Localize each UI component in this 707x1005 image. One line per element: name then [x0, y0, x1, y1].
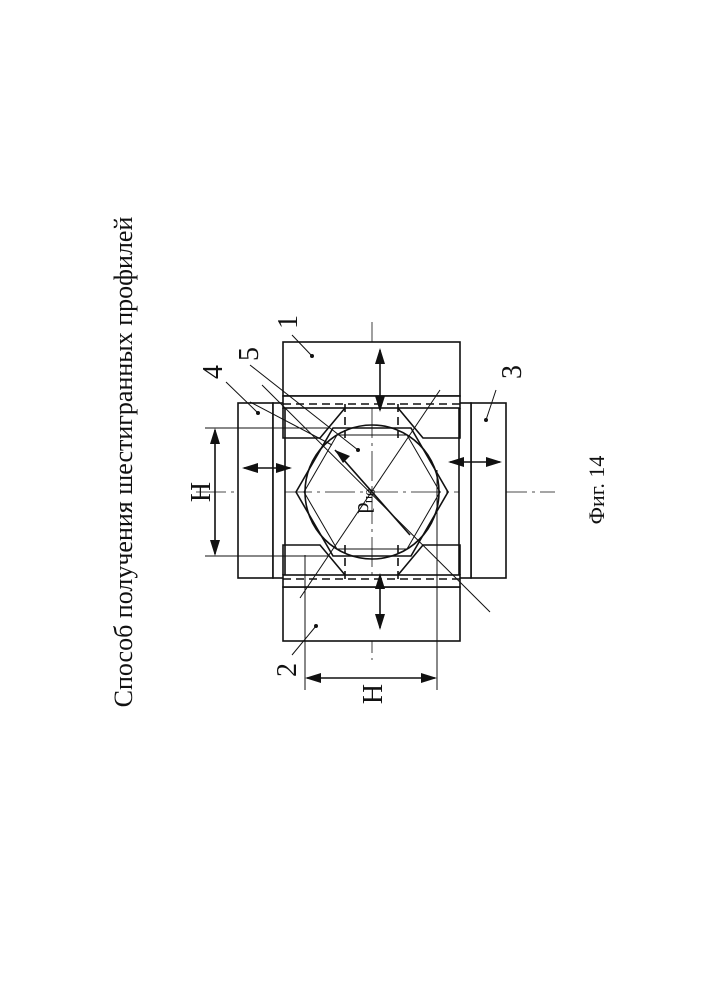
roll-4 [238, 403, 273, 578]
leader-1-dot [310, 354, 314, 358]
dim-bottom-arrow-left [305, 673, 321, 683]
dim-left-arrow-bottom [210, 540, 220, 556]
dim-bottom-label: H [358, 684, 389, 704]
roll-2-inner [283, 575, 460, 587]
diameter-subscript: 0п [362, 489, 377, 504]
part-label-5: 5 [234, 347, 265, 361]
roll-3 [471, 403, 506, 578]
figure-caption: Фиг. 14 [584, 456, 609, 525]
leader-5-dot [356, 448, 360, 452]
part-label-2: 2 [272, 663, 303, 677]
roll-1-left-collar [283, 408, 345, 438]
roll-1-right-collar [398, 408, 460, 438]
leader-3-dot [484, 418, 488, 422]
dim-left-label: H [186, 482, 217, 502]
roll-1-inner [283, 396, 460, 408]
roll-2 [283, 587, 460, 641]
diameter-arrowhead [335, 450, 350, 463]
roll-1 [283, 342, 460, 396]
roll-3-motion-arrow-left [448, 457, 464, 467]
diameter-label: d [353, 503, 378, 514]
part-label-1: 1 [273, 315, 304, 329]
leader-4-dot [256, 411, 260, 415]
part-label-4: 4 [198, 365, 229, 379]
roll-2-left-collar [283, 545, 345, 575]
document-title: Способ получения шестигранных профилей [109, 217, 138, 708]
dim-bottom-arrow-right [421, 673, 437, 683]
part-label-3: 3 [497, 365, 528, 379]
dim-left-arrow-top [210, 428, 220, 444]
leader-2-dot [314, 624, 318, 628]
